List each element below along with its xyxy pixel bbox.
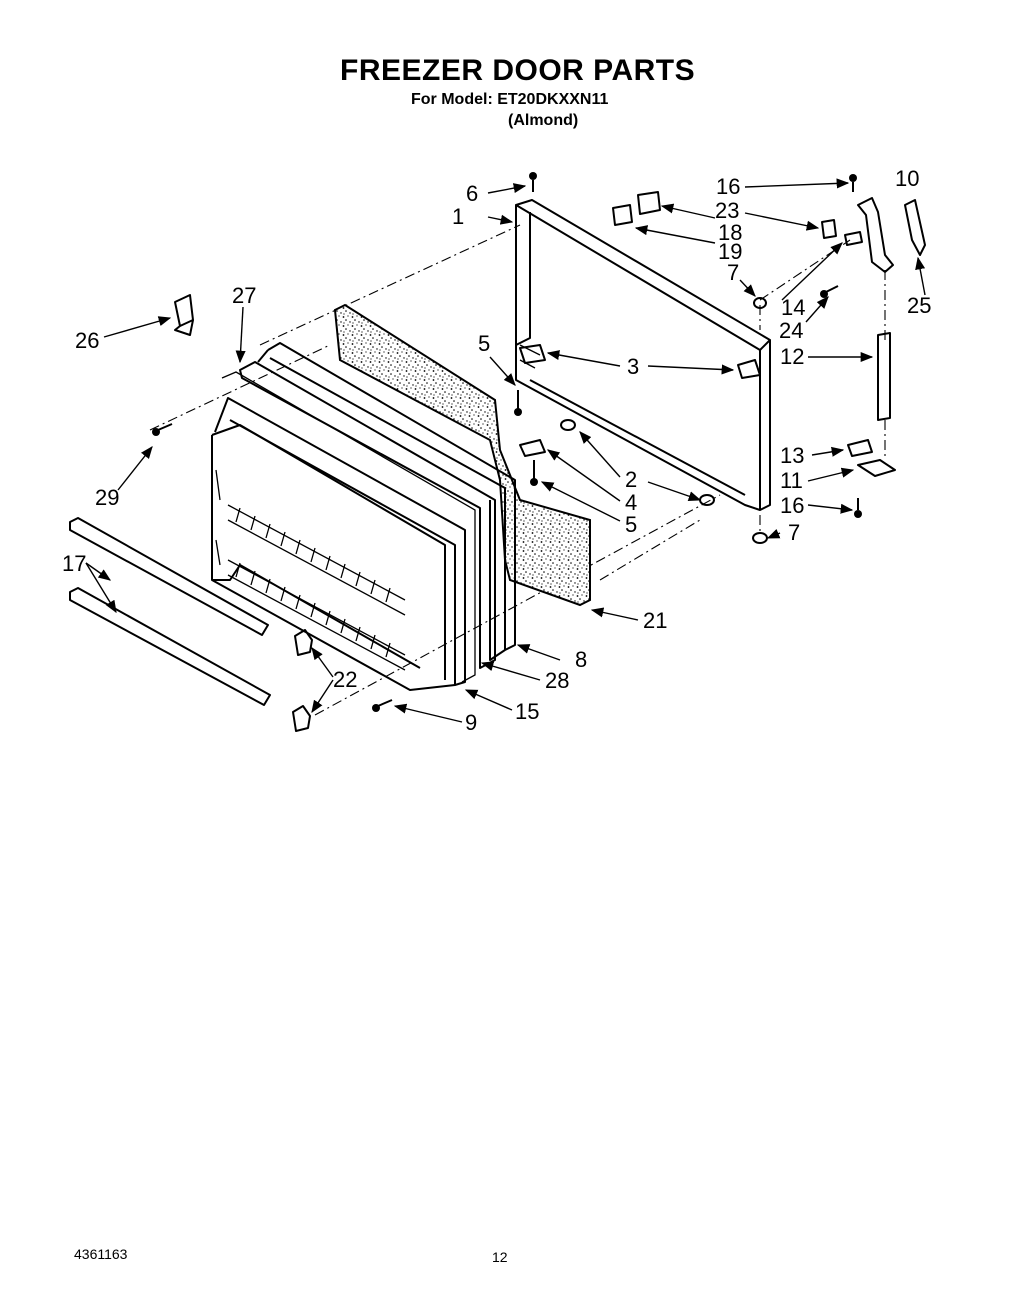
callout-7-upper: 7	[727, 260, 739, 285]
callout-24: 24	[779, 318, 803, 343]
foam-insulation-part	[333, 303, 591, 607]
callout-6: 6	[466, 181, 478, 206]
callout-17: 17	[62, 551, 86, 576]
callout-leaders	[85, 178, 926, 723]
callout-12: 12	[780, 344, 804, 369]
callout-8: 8	[575, 647, 587, 672]
callout-25: 25	[907, 293, 931, 318]
model-color: (Almond)	[508, 112, 579, 129]
alignment-lines	[149, 224, 886, 716]
callout-11: 11	[780, 468, 803, 493]
document-number: 4361163	[74, 1246, 128, 1262]
page-title: FREEZER DOOR PARTS	[340, 54, 696, 87]
callout-28: 28	[545, 668, 569, 693]
door-frame-part	[515, 199, 771, 511]
inner-door-liner	[211, 397, 466, 691]
callout-labels: 1 2 3 4 5 5 6 7 7 8 9 10 11 12 13 14 15 …	[62, 166, 931, 735]
callout-29: 29	[95, 485, 119, 510]
callout-15: 15	[515, 699, 539, 724]
callout-5-lower: 5	[625, 512, 637, 537]
callout-7-lower: 7	[788, 520, 800, 545]
callout-26: 26	[75, 328, 99, 353]
callout-9: 9	[465, 710, 477, 735]
hardware	[152, 172, 926, 712]
page-number: 12	[492, 1249, 508, 1265]
callout-21: 21	[643, 608, 667, 633]
callout-14: 14	[781, 295, 805, 320]
callout-23: 23	[715, 198, 739, 223]
callout-22: 22	[333, 667, 357, 692]
callout-5-upper: 5	[478, 331, 490, 356]
callout-16-lower: 16	[780, 493, 804, 518]
callout-10: 10	[895, 166, 919, 191]
callout-27: 27	[232, 283, 256, 308]
callout-1: 1	[452, 204, 464, 229]
callout-13: 13	[780, 443, 804, 468]
callout-19: 19	[718, 239, 742, 264]
callout-4: 4	[625, 490, 637, 515]
callout-2: 2	[625, 467, 637, 492]
model-number: For Model: ET20DKXXN11	[411, 91, 609, 108]
callout-3: 3	[627, 354, 639, 379]
shelf-rails	[69, 517, 313, 732]
callout-16-upper: 16	[716, 174, 740, 199]
callout-18: 18	[718, 220, 742, 245]
